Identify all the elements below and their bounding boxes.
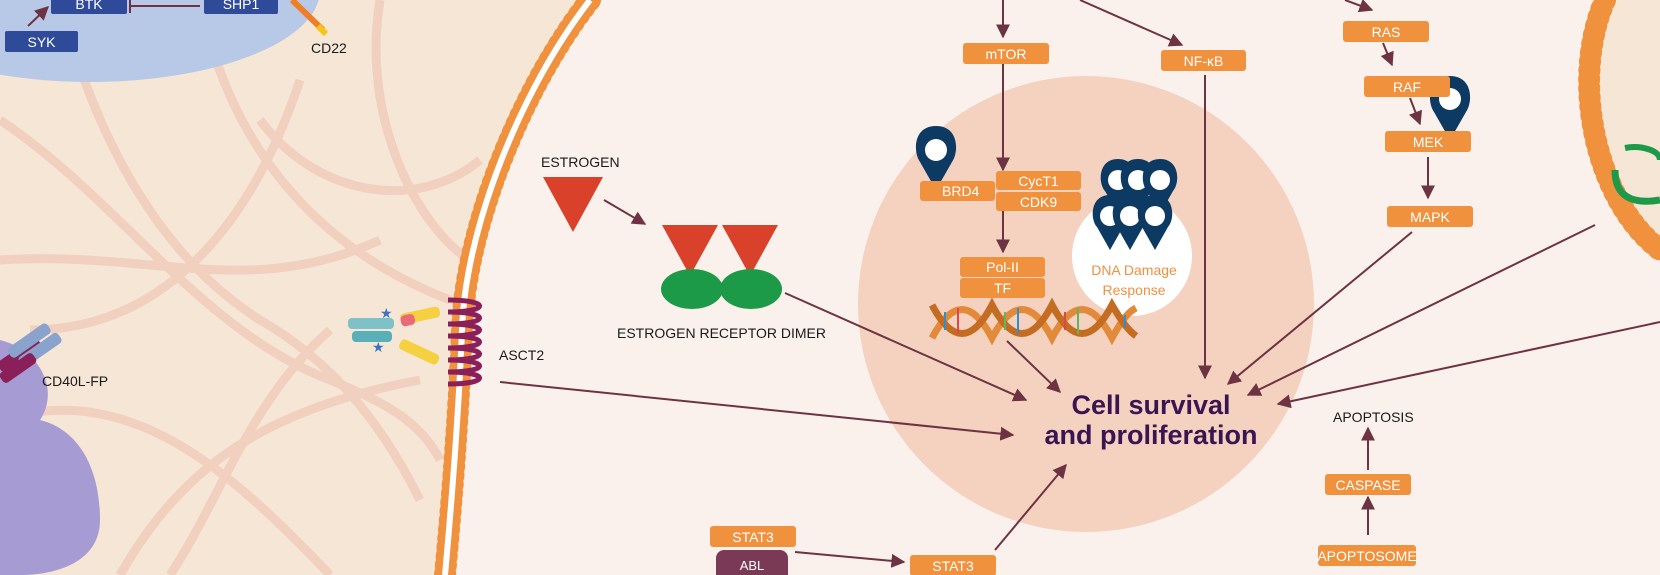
cell-survival-line1: Cell survival	[1071, 390, 1231, 420]
receptor-ligand-right	[722, 225, 778, 276]
dna-damage-response-label: DNA Damage Response	[1082, 260, 1186, 300]
nfkb-box: NF-κB	[1161, 50, 1246, 71]
caspase-box: CASPASE	[1325, 474, 1411, 495]
brd4-box: BRD4	[920, 181, 995, 201]
stat3-box-left: STAT3	[710, 526, 796, 547]
cd22-label: CD22	[311, 40, 347, 56]
location-marker-brd4	[915, 126, 957, 190]
estrogen-label: ESTROGEN	[541, 154, 620, 170]
dna-damage-line2: Response	[1102, 282, 1166, 298]
cd40l-cell	[0, 340, 100, 575]
cell-survival-title: Cell survival and proliferation	[1030, 390, 1272, 450]
apoptosome-box: APOPTOSOME	[1317, 545, 1417, 566]
asct2-label: ASCT2	[499, 347, 545, 363]
abl-box: ABL	[716, 550, 788, 575]
estrogen-triangle	[543, 177, 603, 232]
cyct1-box: CycT1	[996, 171, 1081, 190]
location-marker-cluster	[1092, 159, 1178, 250]
receptor-right	[720, 269, 782, 309]
svg-text:★: ★	[380, 306, 393, 322]
shp1-box: SHP1	[204, 0, 278, 14]
estrogen-receptor-dimer-label: ESTROGEN RECEPTOR DIMER	[617, 325, 826, 341]
svg-text:★: ★	[372, 340, 385, 356]
right-green-receptor	[1611, 144, 1660, 205]
stat3-box-right: STAT3	[910, 555, 996, 575]
syk-box: SYK	[5, 31, 78, 52]
raf-box: RAF	[1364, 76, 1450, 97]
cdk9-box: CDK9	[996, 192, 1081, 211]
ras-box: RAS	[1343, 21, 1429, 42]
dna-damage-line1: DNA Damage	[1091, 262, 1177, 278]
pol-ii-box: Pol-II	[960, 257, 1045, 277]
arrows	[27, 0, 1660, 568]
asct2-transporter	[447, 297, 482, 387]
mek-box: MEK	[1385, 131, 1471, 152]
cd22-receptor	[289, 0, 329, 37]
apoptosis-label: APOPTOSIS	[1333, 409, 1414, 425]
receptor-ligand-left	[662, 225, 718, 276]
dna-helix	[928, 297, 1139, 346]
mapk-box: MAPK	[1387, 206, 1473, 227]
right-cell-membrane	[1578, 0, 1660, 261]
tf-box: TF	[960, 278, 1045, 298]
b-cell-body	[0, 0, 319, 82]
cell-survival-line2: and proliferation	[1044, 420, 1258, 450]
cd40l-fp-receptor	[0, 323, 62, 383]
cd40l-fp-label: CD40L-FP	[42, 373, 109, 389]
btk-box: BTK	[51, 0, 127, 14]
mtor-box: mTOR	[963, 43, 1049, 64]
antibody-drug-conjugate: ★ ★	[348, 306, 441, 365]
receptor-left	[661, 269, 723, 309]
